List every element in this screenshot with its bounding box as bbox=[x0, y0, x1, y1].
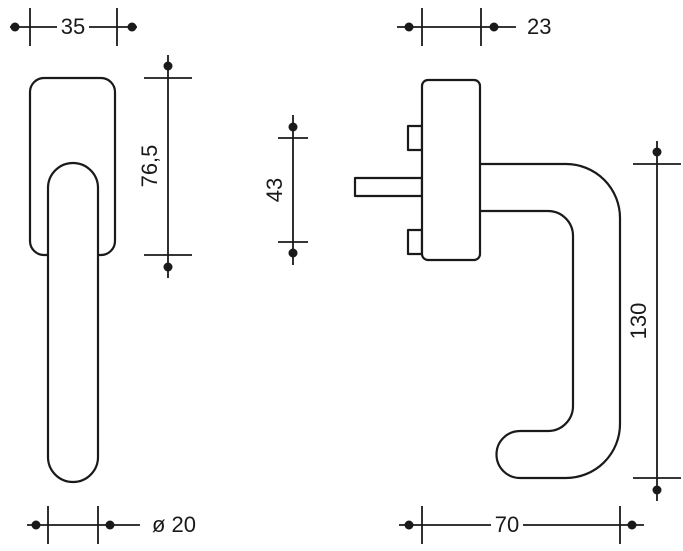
side-view bbox=[353, 78, 622, 480]
dimension-label: 70 bbox=[495, 512, 519, 537]
dimension-label: 43 bbox=[262, 178, 287, 202]
dimension-rosette-width: 35 bbox=[10, 8, 137, 46]
spindle bbox=[353, 176, 424, 198]
dimension-dot bbox=[652, 485, 662, 495]
plate-outline bbox=[420, 78, 482, 262]
grip-outline bbox=[46, 161, 100, 484]
dimension-dot bbox=[105, 520, 115, 530]
dimension-handle-length: 130 bbox=[626, 141, 681, 501]
dimension-label: 35 bbox=[61, 14, 85, 39]
dimension-grip-diameter: ø 20 bbox=[27, 506, 196, 544]
dimension-dot bbox=[10, 22, 20, 32]
dimension-dot bbox=[404, 22, 414, 32]
dimension-dot bbox=[489, 22, 499, 32]
dimension-label: 23 bbox=[527, 14, 551, 39]
dimension-dot bbox=[404, 520, 414, 530]
screw-boss-bottom bbox=[406, 228, 424, 256]
dimension-label: 130 bbox=[626, 303, 651, 340]
dimension-screw-spacing: 43 bbox=[262, 115, 308, 265]
dimension-dot bbox=[31, 520, 41, 530]
handle-profile bbox=[480, 162, 622, 480]
dimension-dot bbox=[627, 520, 637, 530]
screw-boss-top bbox=[406, 124, 424, 152]
dimension-dot bbox=[288, 122, 298, 132]
dimension-rosette-height: 76,5 bbox=[137, 55, 192, 278]
dimension-dot bbox=[163, 262, 173, 272]
front-view bbox=[28, 76, 117, 484]
dimension-projection: 70 bbox=[399, 506, 644, 544]
dimension-dot bbox=[652, 147, 662, 157]
dimension-rosette-depth: 23 bbox=[397, 8, 551, 46]
dimension-label: ø 20 bbox=[152, 512, 196, 537]
dimension-label: 76,5 bbox=[137, 145, 162, 188]
dimension-dot bbox=[288, 248, 298, 258]
dimension-dot bbox=[127, 22, 137, 32]
dimension-dot bbox=[163, 61, 173, 71]
